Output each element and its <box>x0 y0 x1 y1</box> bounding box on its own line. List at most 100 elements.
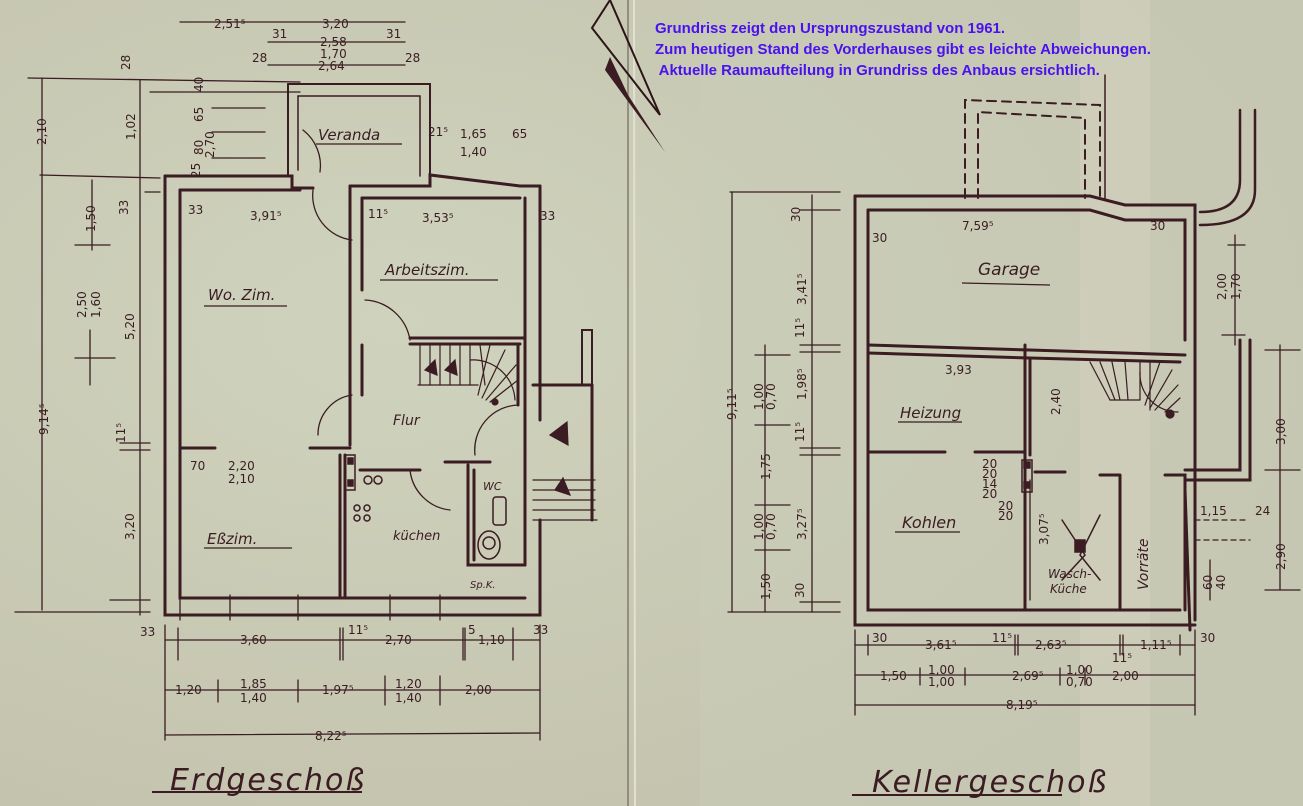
svg-text:3,41⁵: 3,41⁵ <box>795 273 809 305</box>
svg-text:5: 5 <box>468 623 476 637</box>
svg-text:1,00: 1,00 <box>928 663 955 677</box>
svg-text:1,00: 1,00 <box>928 675 955 689</box>
room-label-kitchen: küchen <box>393 529 440 544</box>
svg-text:1,00: 1,00 <box>752 513 766 540</box>
svg-text:28: 28 <box>119 55 133 70</box>
ground-floor-dimensions: 2,51⁵ 3,20 2,58 1,70 2,64 31 31 28 28 2,… <box>35 17 555 743</box>
svg-text:28: 28 <box>252 51 267 65</box>
svg-text:40: 40 <box>1214 575 1228 590</box>
svg-text:1,20: 1,20 <box>395 677 422 691</box>
svg-text:11⁵: 11⁵ <box>992 631 1012 645</box>
svg-text:14: 14 <box>982 477 997 491</box>
svg-text:1,97⁵: 1,97⁵ <box>322 683 354 697</box>
svg-text:33: 33 <box>117 200 131 215</box>
room-label-hall: Flur <box>393 413 421 429</box>
svg-text:2,10: 2,10 <box>35 118 49 145</box>
svg-text:3,53⁵: 3,53⁵ <box>422 211 454 225</box>
basement-dimensions: 7,59⁵ 30 30 30 3,41⁵ 11⁵ 1,98⁵ 9,11⁵ 1,0… <box>725 207 1288 712</box>
svg-text:3,00: 3,00 <box>1274 418 1288 445</box>
svg-text:11⁵: 11⁵ <box>793 422 807 442</box>
svg-text:1,40: 1,40 <box>395 691 422 705</box>
svg-text:40: 40 <box>192 77 206 92</box>
svg-text:3,20: 3,20 <box>322 17 349 31</box>
svg-text:2,50: 2,50 <box>75 291 89 318</box>
svg-text:28: 28 <box>405 51 420 65</box>
svg-text:1,11⁵: 1,11⁵ <box>1140 638 1172 652</box>
room-label-study: Arbeitszim. <box>384 261 469 279</box>
svg-text:25: 25 <box>189 163 203 178</box>
svg-text:70: 70 <box>190 459 205 473</box>
ground-floor-fixtures <box>344 454 507 560</box>
svg-text:33: 33 <box>140 625 155 639</box>
basement-dashed-outline <box>964 98 1101 199</box>
basement-curved-wall <box>1198 108 1257 227</box>
annotation-line-3: Aktuelle Raumaufteilung in Grundriss des… <box>655 62 1100 79</box>
svg-text:30: 30 <box>1200 631 1215 645</box>
svg-text:2,90: 2,90 <box>1274 543 1288 570</box>
svg-text:3,07⁵: 3,07⁵ <box>1037 513 1051 545</box>
svg-text:24: 24 <box>1255 504 1270 518</box>
room-label-heating: Heizung <box>900 404 961 422</box>
ground-floor-labels: Veranda Wo. Zim. Arbeitszim. Flur Eßzim.… <box>152 126 502 798</box>
svg-text:31: 31 <box>386 27 401 41</box>
svg-text:2,10: 2,10 <box>228 472 255 486</box>
svg-text:1,40: 1,40 <box>240 691 267 705</box>
svg-text:7,59⁵: 7,59⁵ <box>962 219 994 233</box>
svg-text:1,70: 1,70 <box>1229 273 1243 300</box>
svg-text:2,70: 2,70 <box>203 131 217 158</box>
room-label-living: Wo. Zim. <box>208 286 275 304</box>
svg-text:11⁵: 11⁵ <box>368 207 388 221</box>
svg-text:1,00: 1,00 <box>1066 663 1093 677</box>
svg-text:3,91⁵: 3,91⁵ <box>250 209 282 223</box>
svg-text:9,11⁵: 9,11⁵ <box>725 388 739 420</box>
svg-text:65: 65 <box>512 127 527 141</box>
svg-text:11⁵: 11⁵ <box>793 318 807 338</box>
annotation-line-1: Grundriss zeigt den Ursprungszustand von… <box>655 20 1006 37</box>
north-arrow-icon <box>590 0 665 152</box>
svg-text:33: 33 <box>540 209 555 223</box>
room-label-pantry: Sp.K. <box>470 580 496 591</box>
svg-text:2,00: 2,00 <box>465 683 492 697</box>
svg-text:2,64: 2,64 <box>318 59 345 73</box>
svg-text:33: 33 <box>188 203 203 217</box>
svg-text:2,69⁵: 2,69⁵ <box>1012 669 1044 683</box>
svg-text:1,50: 1,50 <box>84 205 98 232</box>
room-label-storage: Vorräte <box>1136 538 1152 590</box>
room-label-wc: WC <box>483 480 502 493</box>
svg-text:5,20: 5,20 <box>123 313 137 340</box>
svg-text:3,60: 3,60 <box>240 633 267 647</box>
svg-text:3,20: 3,20 <box>123 513 137 540</box>
basement-fixtures <box>1021 459 1101 581</box>
svg-text:1,75: 1,75 <box>759 453 773 480</box>
svg-text:8,22⁵: 8,22⁵ <box>315 729 347 743</box>
svg-text:8,19⁵: 8,19⁵ <box>1006 698 1038 712</box>
svg-text:1,15: 1,15 <box>1200 504 1227 518</box>
svg-text:0,70: 0,70 <box>764 383 778 410</box>
ground-floor-doors <box>302 129 519 511</box>
svg-text:1,50: 1,50 <box>759 573 773 600</box>
svg-text:20: 20 <box>998 499 1013 513</box>
svg-text:60: 60 <box>1201 575 1215 590</box>
svg-text:2,63⁵: 2,63⁵ <box>1035 638 1067 652</box>
basement-labels: Garage Heizung Kohlen Wasch- Küche Vorrä… <box>852 260 1152 800</box>
svg-text:11⁵: 11⁵ <box>1112 651 1132 665</box>
svg-text:1,60: 1,60 <box>89 291 103 318</box>
exterior-steps <box>532 420 598 521</box>
svg-text:33: 33 <box>533 623 548 637</box>
room-label-garage: Garage <box>978 260 1040 280</box>
ground-floor-staircase <box>417 344 519 406</box>
ground-floor-walls <box>163 83 594 617</box>
svg-text:2,70: 2,70 <box>385 633 412 647</box>
room-label-laundry-2: Küche <box>1050 582 1087 596</box>
room-label-coal: Kohlen <box>902 513 956 532</box>
svg-text:1,50: 1,50 <box>880 669 907 683</box>
svg-text:20: 20 <box>982 457 997 471</box>
paper-fold <box>627 0 636 806</box>
svg-text:30: 30 <box>789 207 803 222</box>
svg-text:0,70: 0,70 <box>764 513 778 540</box>
svg-text:0,70: 0,70 <box>1066 675 1093 689</box>
svg-text:30: 30 <box>793 583 807 598</box>
svg-text:1,65: 1,65 <box>460 127 487 141</box>
svg-text:3,27⁵: 3,27⁵ <box>795 508 809 540</box>
